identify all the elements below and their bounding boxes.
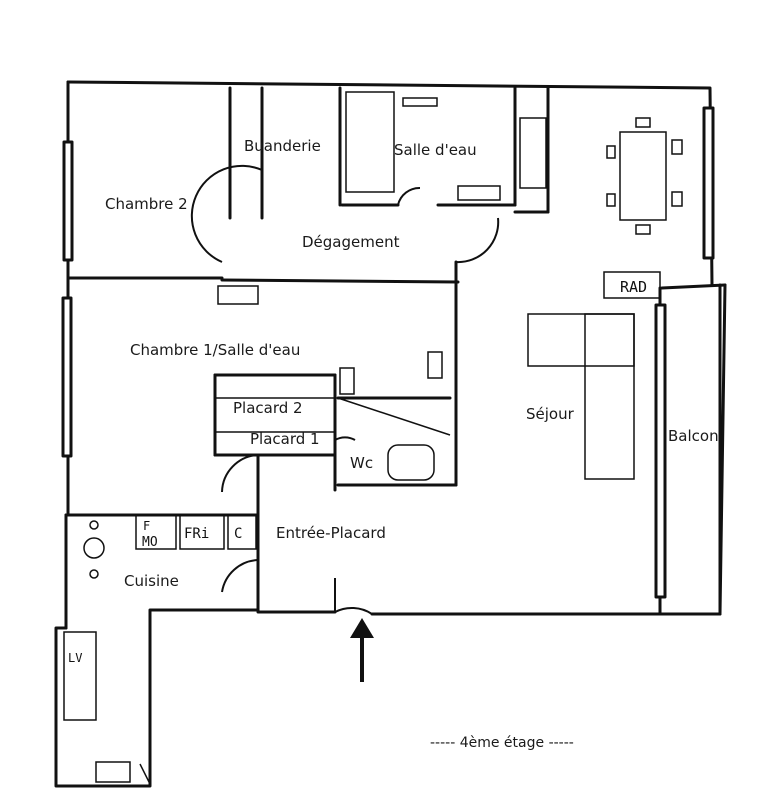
chair-icon bbox=[635, 224, 651, 235]
fridge-label: FRi bbox=[184, 526, 209, 542]
room-chambre-1: Chambre 1/Salle d'eau bbox=[130, 341, 301, 359]
doors bbox=[190, 164, 500, 615]
entrance-arrow-icon bbox=[350, 618, 374, 682]
room-salle-eau: Salle d'eau bbox=[394, 141, 477, 159]
room-balcon: Balcon bbox=[668, 427, 719, 445]
fixture-labels: RAD F MO FRi C LV bbox=[68, 278, 647, 665]
chair-icon bbox=[635, 117, 651, 128]
fridge-f-label: F bbox=[143, 519, 150, 533]
radiator-label: RAD bbox=[620, 278, 647, 296]
toilet-icon bbox=[387, 444, 435, 481]
furniture bbox=[63, 91, 683, 785]
table-icon bbox=[619, 131, 667, 221]
cupboard-label: C bbox=[234, 526, 242, 542]
washer-label: LV bbox=[68, 651, 82, 665]
floor-label: ----- 4ème étage ----- bbox=[430, 735, 574, 751]
chair-icon bbox=[671, 191, 683, 207]
chair-icon bbox=[671, 139, 683, 155]
microwave-label: MO bbox=[142, 535, 158, 550]
chair-icon bbox=[606, 193, 616, 207]
room-placard-1: Placard 1 bbox=[250, 430, 320, 448]
walls bbox=[54, 80, 727, 788]
room-chambre-2: Chambre 2 bbox=[105, 195, 188, 213]
room-entree: Entrée-Placard bbox=[276, 524, 386, 542]
sink-icon bbox=[427, 351, 443, 379]
room-cuisine: Cuisine bbox=[124, 572, 179, 590]
room-buanderie: Buanderie bbox=[244, 137, 321, 155]
chair-icon bbox=[606, 145, 616, 159]
room-sejour: Séjour bbox=[526, 405, 574, 423]
room-placard-2: Placard 2 bbox=[233, 399, 303, 417]
room-degagement: Dégagement bbox=[302, 233, 400, 251]
hob-icon bbox=[83, 537, 105, 559]
room-wc: Wc bbox=[350, 454, 374, 472]
